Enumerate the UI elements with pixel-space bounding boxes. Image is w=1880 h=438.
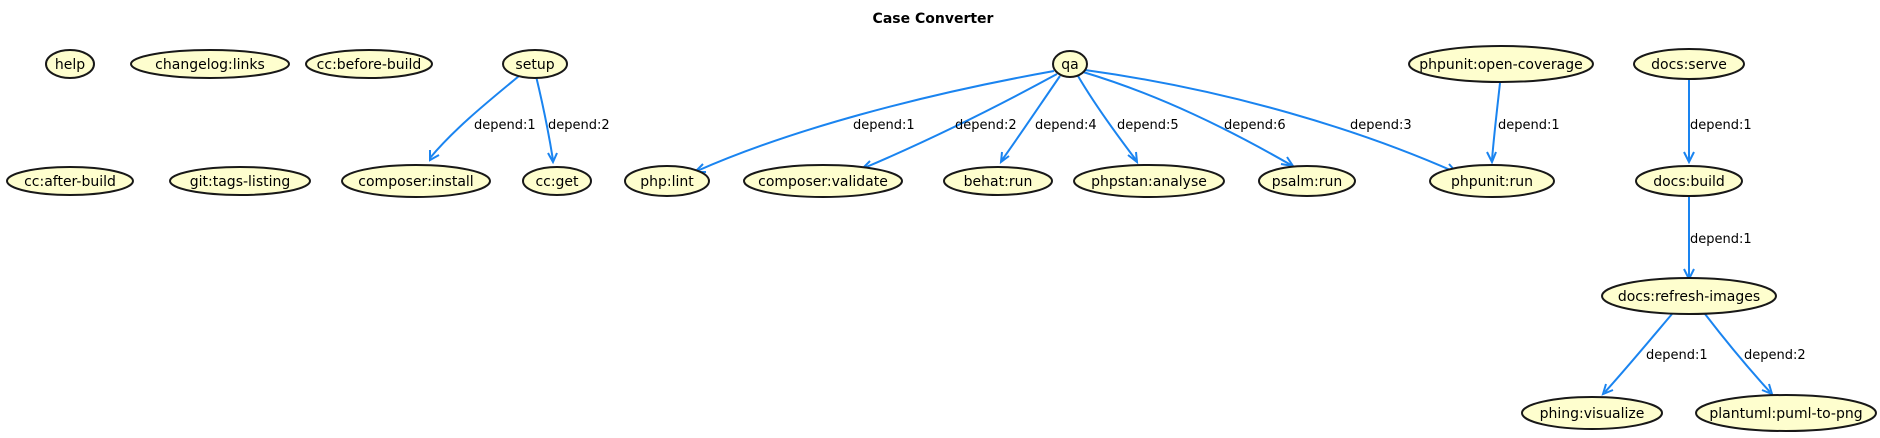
edge-refresh-images-puml-to-png: depend:2 [1704,313,1806,396]
node-changelog-links: changelog:links [130,49,290,79]
node-phpstan-analyse: phpstan:analyse [1073,164,1225,198]
svg-text:docs:refresh-images: docs:refresh-images [1618,289,1760,305]
edge-qa-phpstan-analyse: depend:5 [1077,75,1179,165]
svg-text:changelog:links: changelog:links [155,57,265,73]
node-cc-get: cc:get [522,166,592,196]
node-cc-before-build: cc:before-build [305,49,433,79]
node-behat-run: behat:run [943,166,1053,196]
node-plantuml-puml-to-png: plantuml:puml-to-png [1695,394,1877,432]
edge-label: depend:3 [1350,118,1412,133]
edge-label: depend:1 [1498,118,1560,133]
node-phpunit-open-coverage: phpunit:open-coverage [1408,45,1594,83]
svg-text:git:tags-listing: git:tags-listing [190,174,291,190]
svg-text:cc:before-build: cc:before-build [317,57,422,73]
svg-text:psalm:run: psalm:run [1272,174,1343,190]
node-phing-visualize: phing:visualize [1521,396,1663,430]
edge-docs-build-refresh-images: depend:1 [1683,197,1752,282]
svg-text:docs:serve: docs:serve [1651,57,1727,73]
node-docs-build: docs:build [1635,165,1743,197]
edge-label: depend:2 [1744,348,1806,363]
edge-label: depend:1 [1646,348,1708,363]
svg-text:plantuml:puml-to-png: plantuml:puml-to-png [1709,406,1862,422]
svg-text:help: help [55,57,85,73]
svg-text:php:lint: php:lint [640,174,694,190]
edge-label: depend:4 [1035,118,1097,133]
svg-text:phpstan:analyse: phpstan:analyse [1091,174,1207,190]
node-psalm-run: psalm:run [1258,165,1356,197]
node-composer-install: composer:install [341,164,491,198]
edge-label: depend:1 [474,118,536,133]
edge-open-coverage-phpunit-run: depend:1 [1486,82,1560,165]
edge-qa-psalm-run: depend:6 [1082,71,1296,168]
edge-refresh-images-phing-visualize: depend:1 [1601,313,1708,396]
svg-text:cc:after-build: cc:after-build [24,174,116,190]
svg-text:setup: setup [515,57,554,73]
node-php-lint: php:lint [624,165,710,197]
svg-text:phpunit:open-coverage: phpunit:open-coverage [1419,57,1582,73]
svg-text:composer:install: composer:install [358,174,473,190]
svg-text:docs:build: docs:build [1653,174,1725,190]
node-composer-validate: composer:validate [743,164,903,198]
edge-label: depend:1 [1690,118,1752,133]
edge-label: depend:1 [853,118,915,133]
svg-text:phpunit:run: phpunit:run [1451,174,1533,190]
node-phpunit-run: phpunit:run [1429,164,1555,198]
svg-text:phing:visualize: phing:visualize [1540,406,1645,422]
edge-qa-behat-run: depend:4 [999,75,1097,165]
svg-text:composer:validate: composer:validate [758,174,888,190]
node-docs-serve: docs:serve [1633,48,1745,80]
edge-setup-cc-get: depend:2 [535,75,610,165]
edge-label: depend:6 [1224,118,1286,133]
node-setup: setup [502,49,568,79]
edge-qa-phpunit-run: depend:3 [1084,69,1460,175]
edge-label: depend:1 [1690,232,1752,247]
svg-text:qa: qa [1061,57,1078,73]
edge-label: depend:2 [955,118,1017,133]
edge-qa-php-lint: depend:1 [692,70,1055,173]
svg-text:cc:get: cc:get [535,174,579,190]
node-docs-refresh-images: docs:refresh-images [1601,277,1777,315]
svg-text:behat:run: behat:run [964,174,1033,190]
node-help: help [45,49,95,79]
node-git-tags-listing: git:tags-listing [169,166,311,196]
edge-label: depend:2 [548,118,610,133]
diagram-title: Case Converter [873,11,994,27]
edge-setup-composer-install: depend:1 [429,75,536,162]
edge-label: depend:5 [1117,118,1179,133]
node-qa: qa [1052,50,1088,78]
edge-docs-serve-docs-build: depend:1 [1683,79,1752,165]
node-cc-after-build: cc:after-build [6,166,134,196]
